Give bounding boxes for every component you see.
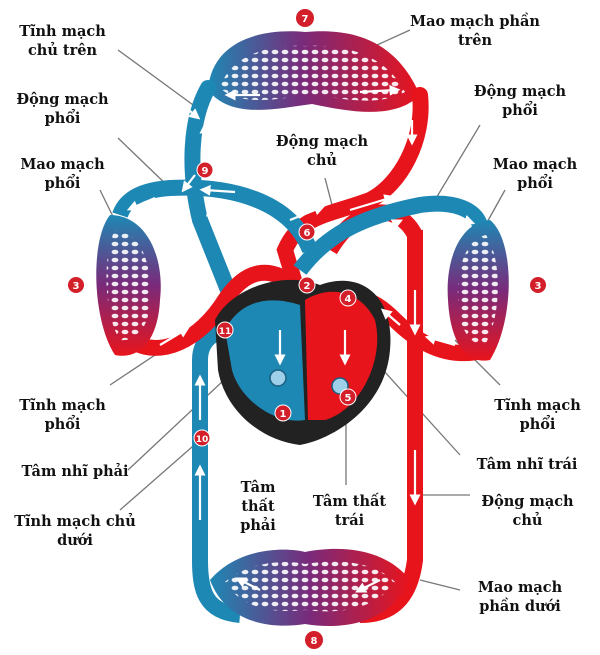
inferior-vena-cava: [192, 322, 242, 623]
upper-capillary-bed: [208, 31, 420, 112]
superior-vena-cava: [184, 80, 248, 328]
marker-1: 1: [280, 409, 287, 420]
flow-arrows: [126, 69, 476, 593]
marker-11: 11: [219, 327, 232, 337]
right-lung-capillary: [447, 220, 509, 361]
tricuspid-valve: [269, 369, 287, 387]
pulmonary-artery-right: [293, 195, 488, 275]
marker-2: 2: [304, 281, 311, 292]
leader-lines: [99, 29, 506, 591]
number-markers: [68, 9, 546, 649]
marker-3-right: 3: [535, 281, 542, 292]
marker-7: 7: [302, 14, 309, 25]
lower-capillary-bed: [210, 548, 410, 627]
marker-4: 4: [345, 294, 352, 305]
marker-9: 9: [202, 166, 209, 177]
heart: [215, 279, 391, 445]
marker-6: 6: [304, 228, 311, 239]
label-left-atrium: Tâm nhĩ trái: [476, 456, 578, 473]
pulmonary-artery-left: [112, 179, 318, 254]
marker-10: 10: [196, 435, 209, 445]
marker-8: 8: [311, 636, 318, 647]
left-lung-capillary: [96, 215, 161, 356]
label-right-atrium: Tâm nhĩ phải: [21, 463, 129, 480]
marker-3-left: 3: [73, 281, 80, 292]
marker-5: 5: [345, 393, 352, 404]
pulmonary-vein-left: [125, 264, 306, 356]
right-heart-chambers: [225, 300, 305, 421]
